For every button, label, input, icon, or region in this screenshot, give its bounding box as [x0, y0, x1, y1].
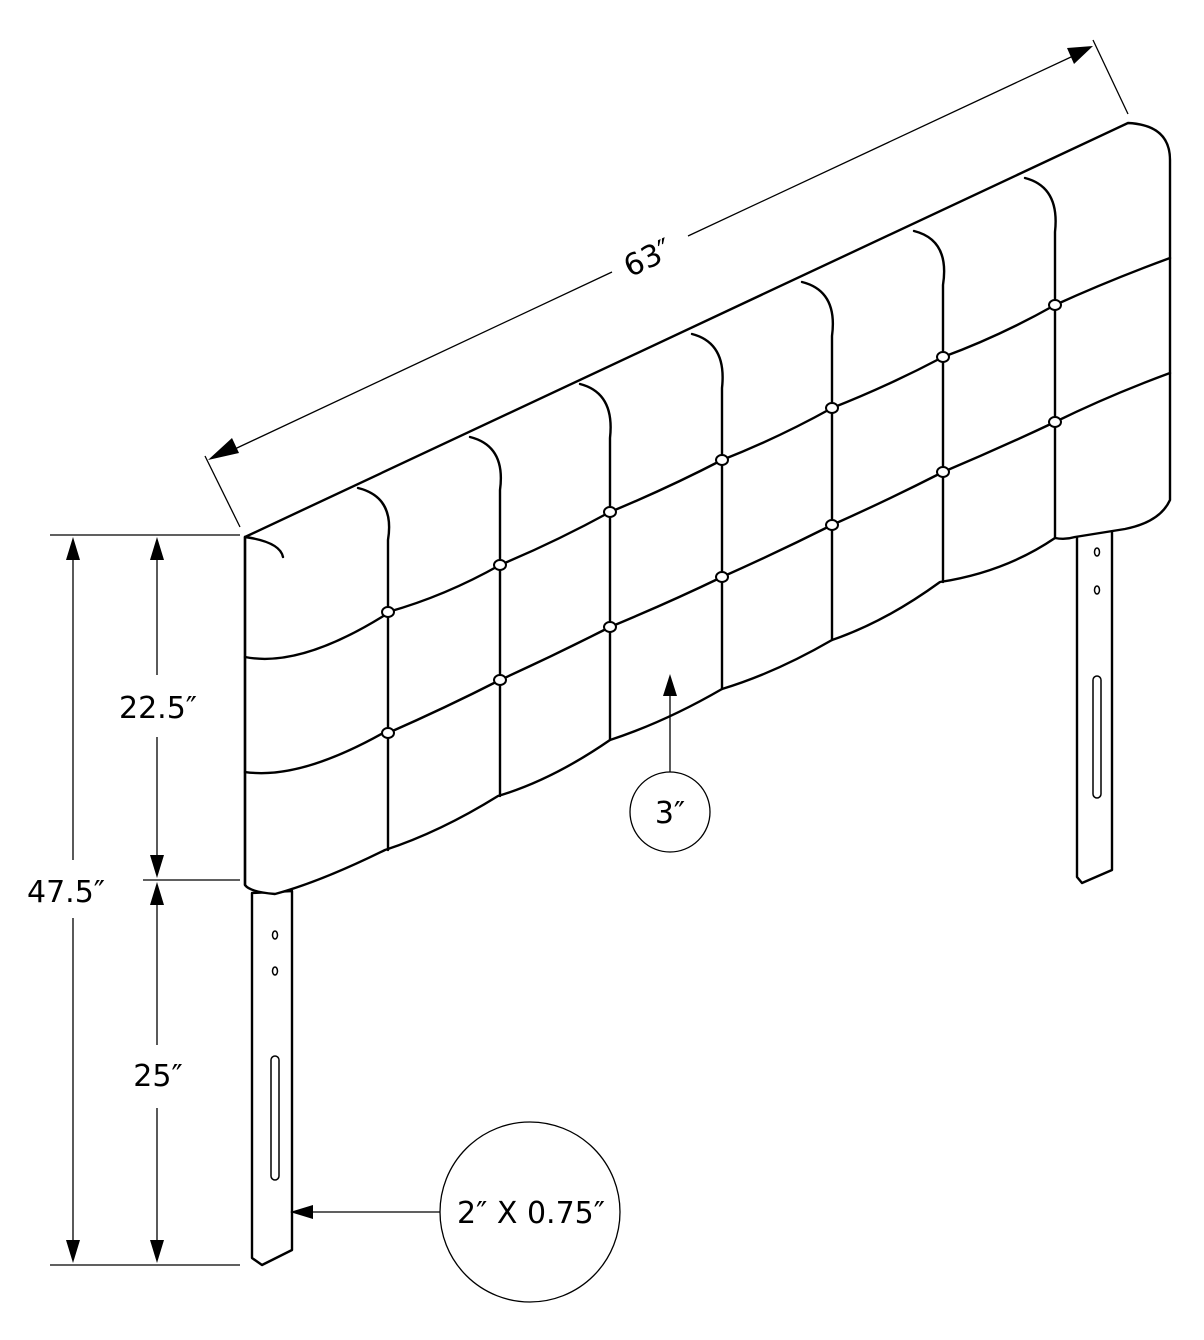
left-leg [250, 889, 294, 1267]
leg-size-callout: 2″ X 0.75″ [290, 1121, 621, 1303]
total-height-label: 47.5″ [27, 875, 105, 910]
padding-label: 3″ [655, 796, 685, 831]
padding-callout: 3″ [629, 674, 711, 853]
panel-height-label: 22.5″ [119, 691, 197, 726]
width-label: 63″ [618, 232, 678, 285]
right-leg [1075, 520, 1114, 885]
leg-size-label: 2″ X 0.75″ [457, 1196, 605, 1231]
height-dimensions: 47.5″ 22.5″ 25″ [27, 534, 240, 1266]
headboard-panel [243, 121, 1172, 896]
leg-height-label: 25″ [133, 1059, 182, 1094]
